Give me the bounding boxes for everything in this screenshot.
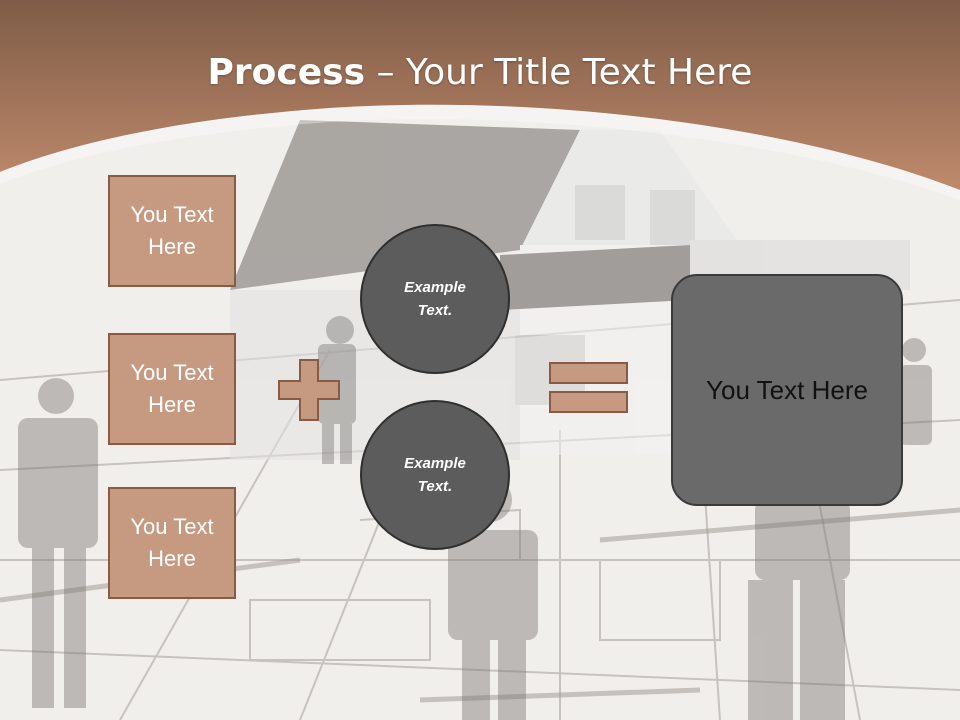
slide-title: Process – Your Title Text Here xyxy=(0,52,960,93)
equals-icon xyxy=(549,362,628,413)
text-box-2[interactable]: You Text Here xyxy=(108,333,236,445)
circle-label: Example Text. xyxy=(404,455,466,495)
circle-label: Example Text. xyxy=(404,279,466,319)
result-label: You Text Here xyxy=(706,374,868,405)
text-box-label: You Text Here xyxy=(130,360,214,417)
text-box-3[interactable]: You Text Here xyxy=(108,487,236,599)
text-box-1[interactable]: You Text Here xyxy=(108,175,236,287)
result-box[interactable]: You Text Here xyxy=(671,274,903,506)
example-circle-2[interactable]: Example Text. xyxy=(360,400,510,550)
text-box-label: You Text Here xyxy=(130,202,214,259)
text-box-label: You Text Here xyxy=(130,514,214,571)
title-rest: – Your Title Text Here xyxy=(365,52,753,93)
title-bold: Process xyxy=(207,52,366,93)
plus-icon xyxy=(278,359,340,421)
example-circle-1[interactable]: Example Text. xyxy=(360,224,510,374)
